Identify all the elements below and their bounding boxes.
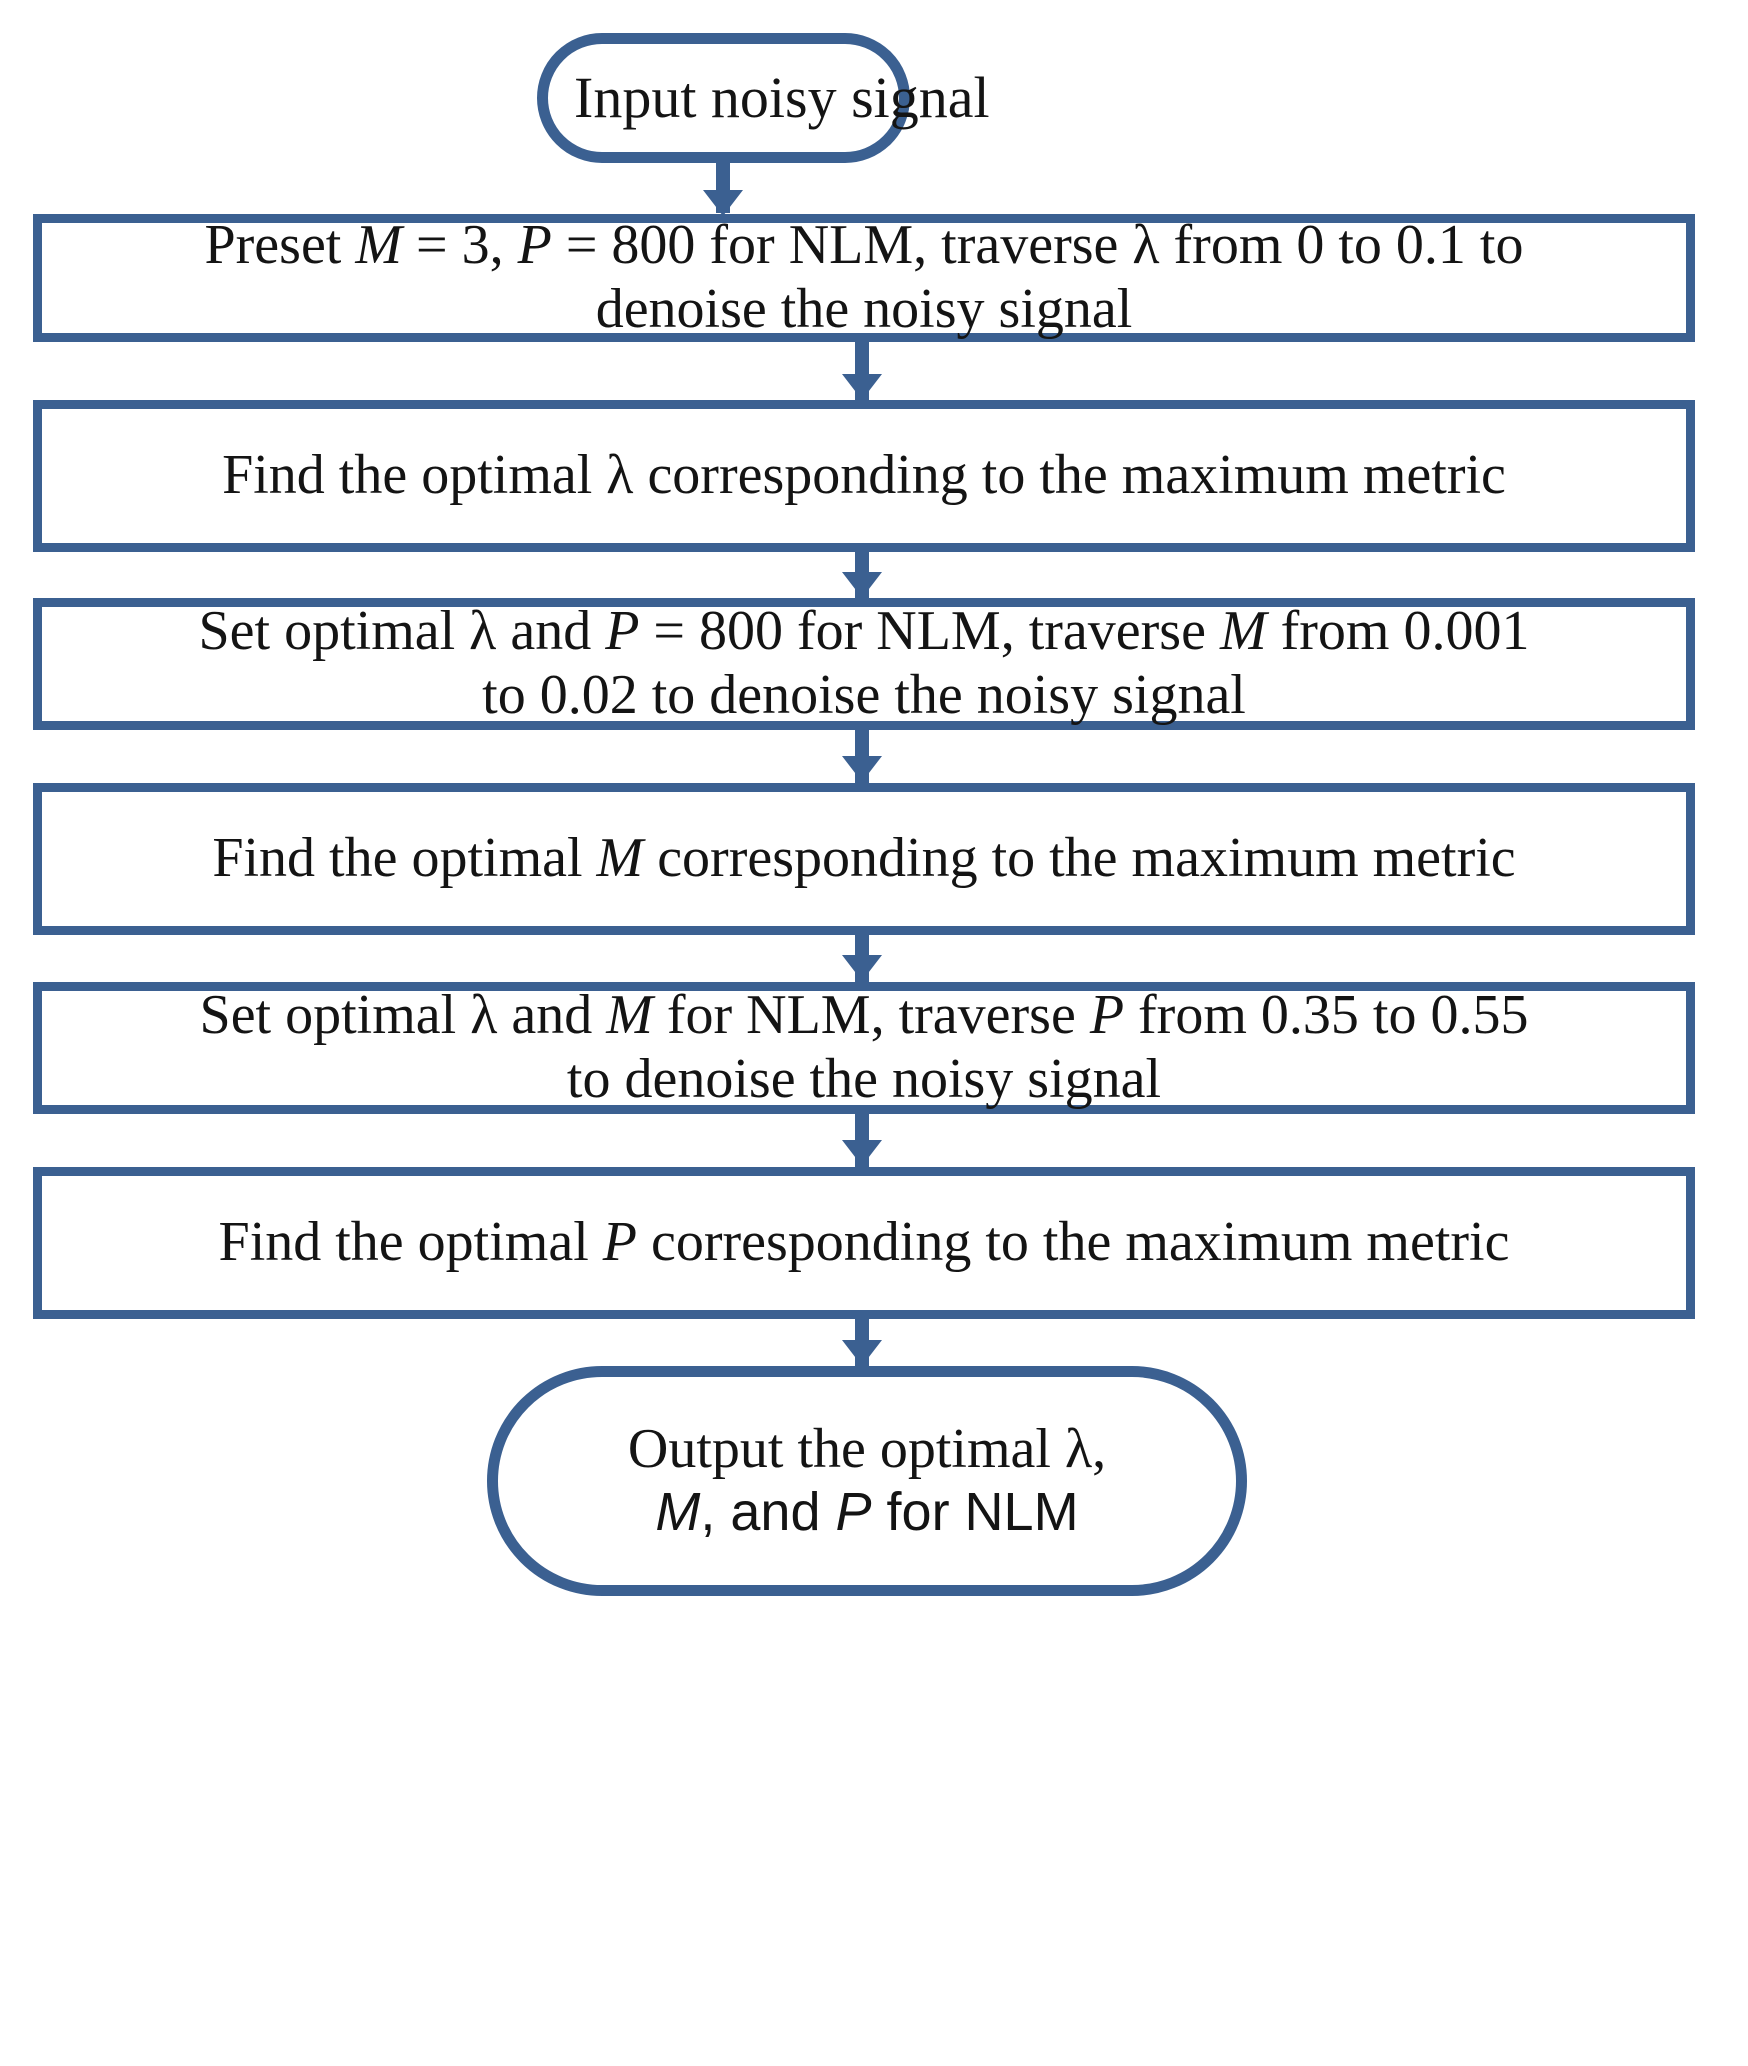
- node-text-line: to denoise the noisy signal: [566, 1048, 1162, 1110]
- node-output-optimal-parameters-text: Output the optimal λ, M, and P for NLM: [524, 1418, 1210, 1543]
- arrowhead-find-p-to-output: [842, 1340, 882, 1366]
- arrowhead-input-to-preset: [703, 190, 743, 216]
- node-find-optimal-m-text: Find the optimal M corresponding to the …: [68, 827, 1660, 891]
- node-preset-parameters[interactable]: Preset M = 3, P = 800 for NLM, traverse …: [33, 214, 1695, 342]
- node-preset-parameters-text: Preset M = 3, P = 800 for NLM, traverse …: [68, 214, 1660, 342]
- arrowhead-find-lambda-to-set-m: [842, 572, 882, 598]
- node-set-lambda-traverse-m-text: Set optimal λ and P = 800 for NLM, trave…: [68, 600, 1660, 728]
- node-text-line: Input noisy signal: [574, 64, 990, 130]
- node-set-lambda-m-traverse-p-text: Set optimal λ and M for NLM, traverse P …: [68, 984, 1660, 1112]
- arrowhead-preset-to-find-lambda: [842, 374, 882, 400]
- node-text-line: Set optimal λ and P = 800 for NLM, trave…: [198, 600, 1530, 663]
- node-find-optimal-p-text: Find the optimal P corresponding to the …: [68, 1211, 1660, 1275]
- arrowhead-find-m-to-set-p: [842, 955, 882, 981]
- node-text-line: Find the optimal P corresponding to the …: [218, 1211, 1510, 1274]
- node-find-optimal-p[interactable]: Find the optimal P corresponding to the …: [33, 1167, 1695, 1319]
- node-text-line: Find the optimal M corresponding to the …: [212, 827, 1516, 890]
- node-text-line: Set optimal λ and M for NLM, traverse P …: [199, 984, 1529, 1047]
- arrowhead-set-m-to-find-m: [842, 756, 882, 782]
- node-find-optimal-lambda-text: Find the optimal λ corresponding to the …: [68, 444, 1660, 508]
- node-output-optimal-parameters[interactable]: Output the optimal λ, M, and P for NLM: [487, 1366, 1247, 1596]
- node-text-line: denoise the noisy signal: [595, 278, 1133, 340]
- node-text-line: to 0.02 to denoise the noisy signal: [482, 664, 1246, 726]
- node-text-line: Preset M = 3, P = 800 for NLM, traverse …: [204, 214, 1524, 277]
- node-text-line: M, and P for NLM: [655, 1482, 1079, 1543]
- node-set-lambda-m-traverse-p[interactable]: Set optimal λ and M for NLM, traverse P …: [33, 982, 1695, 1114]
- arrowhead-set-p-to-find-p: [842, 1140, 882, 1166]
- node-input-noisy-signal-text: Input noisy signal: [574, 64, 990, 131]
- node-set-lambda-traverse-m[interactable]: Set optimal λ and P = 800 for NLM, trave…: [33, 598, 1695, 730]
- node-find-optimal-lambda[interactable]: Find the optimal λ corresponding to the …: [33, 400, 1695, 552]
- node-text-line: Output the optimal λ,: [627, 1418, 1107, 1481]
- node-find-optimal-m[interactable]: Find the optimal M corresponding to the …: [33, 783, 1695, 935]
- node-text-line: Find the optimal λ corresponding to the …: [222, 444, 1506, 507]
- node-input-noisy-signal[interactable]: Input noisy signal: [537, 33, 990, 163]
